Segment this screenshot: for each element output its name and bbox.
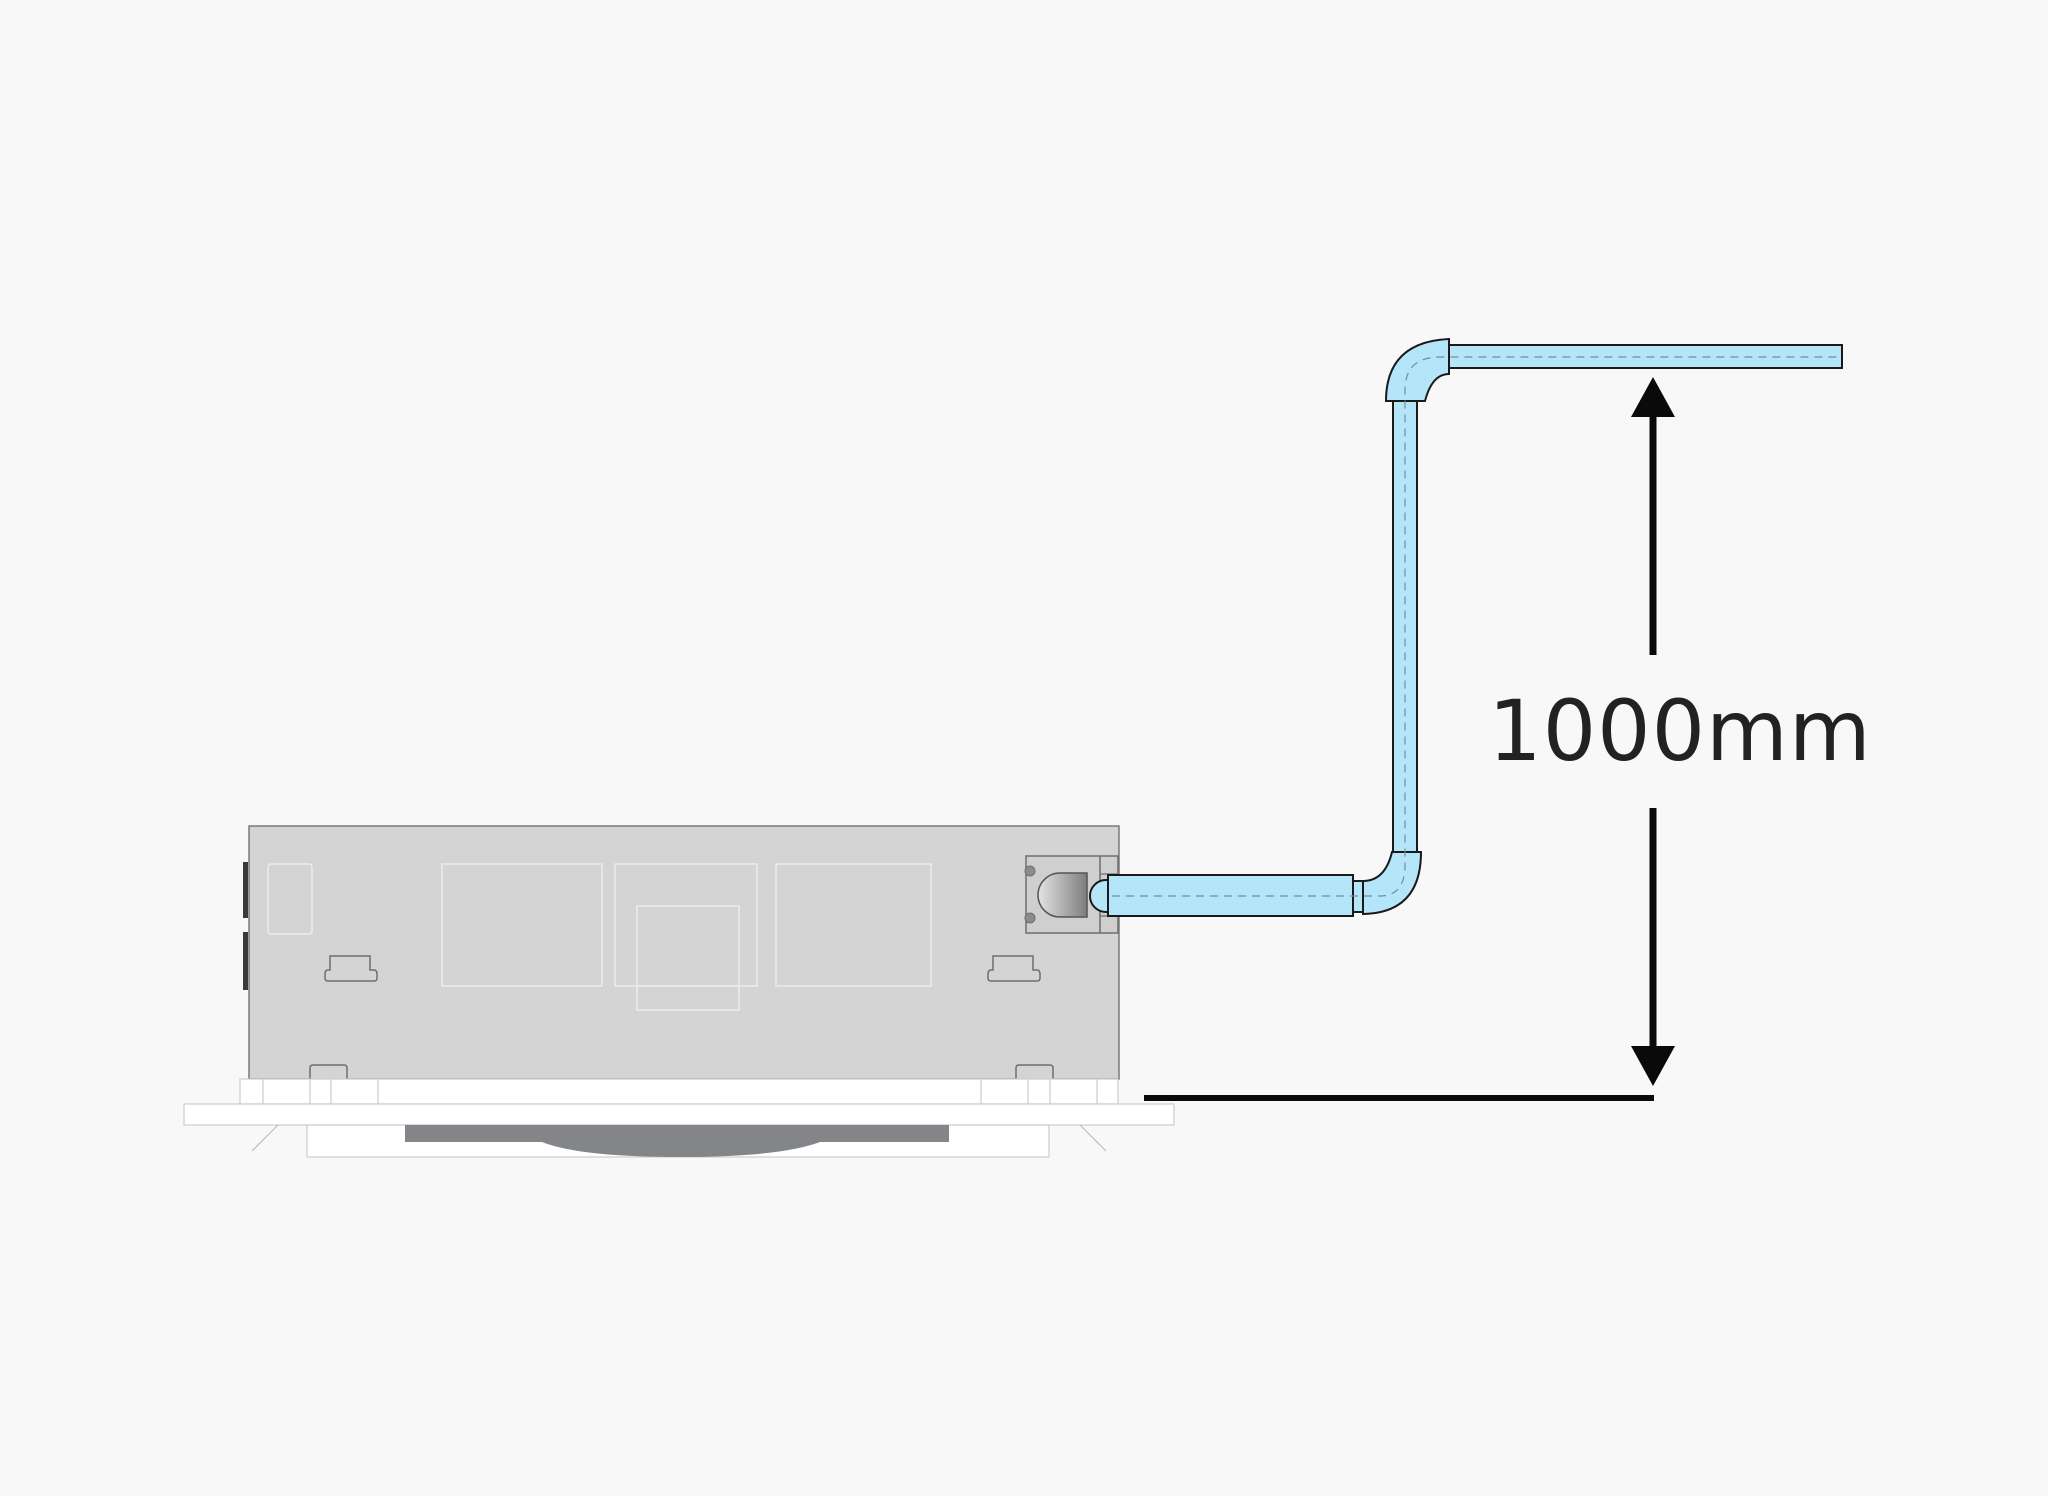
dimension-label: 1000mm: [1488, 682, 1871, 780]
connector-screw-bottom: [1024, 912, 1036, 924]
unit-body: [248, 825, 1120, 1080]
connector-screw-top: [1024, 865, 1036, 877]
left-bracket-lower: [243, 932, 248, 990]
hanger-bracket-left: [324, 955, 378, 982]
arrow-down-icon: [1631, 1046, 1675, 1086]
hanger-bracket-right: [987, 955, 1041, 982]
unit-foot-left: [309, 1064, 348, 1079]
arrow-up-icon: [1631, 377, 1675, 417]
drain-pipe: [1089, 337, 1843, 917]
pipe-elbow-upper: [1384, 337, 1450, 402]
grille-vent: [405, 1125, 949, 1157]
ceiling-panel: [183, 1078, 1175, 1158]
left-bracket-upper: [243, 862, 248, 918]
ceiling-board: [183, 1103, 1175, 1126]
cassette-unit: [183, 825, 1175, 1158]
pipe-horizontal-upper: [1448, 344, 1843, 369]
dimension-indicator: [1144, 377, 1675, 1101]
pipe-centerline: [1112, 356, 1840, 897]
unit-foot-right: [1015, 1064, 1054, 1079]
drain-outlet-knob: [1037, 872, 1088, 918]
pipe-elbow-lower: [1362, 851, 1423, 916]
unit-internal-lines: [267, 863, 932, 1011]
